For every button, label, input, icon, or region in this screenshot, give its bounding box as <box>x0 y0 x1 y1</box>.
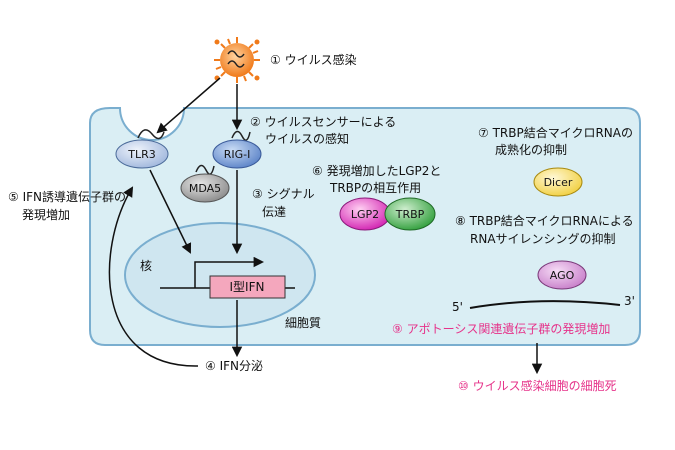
rna-5prime-label: 5' <box>452 300 463 314</box>
cytoplasm-label: 細胞質 <box>285 315 321 330</box>
rigi-label: RIG-I <box>224 148 251 161</box>
viral-rna-squiggle-mda5 <box>195 164 215 175</box>
step-3-label-line2: 伝達 <box>262 205 286 219</box>
step-2-label-line2: ウイルスの感知 <box>265 131 349 146</box>
step-10-label: ⑩ ウイルス感染細胞の細胞死 <box>458 378 617 393</box>
virus-icon <box>214 37 260 83</box>
tlr3-molecule <box>115 139 169 169</box>
nucleus-label: 核 <box>140 259 152 273</box>
ifn-gene-box <box>209 275 286 299</box>
step-4-label: ④ IFN分泌 <box>205 359 263 373</box>
dicer-molecule <box>533 167 583 197</box>
step-6-label-line2: TRBPの相互作用 <box>329 181 421 195</box>
step-8-label-line2: RNAサイレンシングの抑制 <box>470 231 616 246</box>
arrow-virus-to-tlr3 <box>156 77 221 134</box>
rna-3prime-label: 3' <box>624 294 635 308</box>
rigi-molecule <box>212 139 262 169</box>
step-5-label-line1: ⑤ IFN誘導遺伝子群の <box>8 189 126 204</box>
rna-strand <box>469 300 621 309</box>
viral-rna-squiggle-rigi <box>231 130 251 141</box>
transcription-start-arrow <box>194 256 265 288</box>
step-7-label-line1: ⑦ TRBP結合マイクロRNAの <box>478 125 633 140</box>
mda5-molecule <box>180 173 230 203</box>
trbp-label: TRBP <box>395 208 425 221</box>
mda5-label: MDA5 <box>189 182 221 195</box>
arrow-feedback <box>108 186 199 367</box>
dicer-label: Dicer <box>544 176 573 189</box>
nucleus <box>124 222 316 328</box>
step-7-label-line2: 成熟化の抑制 <box>495 142 567 157</box>
trbp-molecule <box>384 197 436 231</box>
ifn-gene-label: I型IFN <box>230 280 265 294</box>
viral-rna-squiggle-tlr3 <box>137 129 165 140</box>
arrow-tlr3-to-nucleus <box>149 169 192 254</box>
step-9-label: ⑨ アポトーシス関連遺伝子群の発現増加 <box>392 321 610 336</box>
step-3-label-line1: ③ シグナル <box>252 187 315 201</box>
ago-label: AGO <box>550 269 575 282</box>
step-5-label-line2: 発現増加 <box>22 208 70 222</box>
tlr3-label: TLR3 <box>127 148 156 161</box>
lgp2-label: LGP2 <box>351 208 379 221</box>
step-2-label-line1: ② ウイルスセンサーによる <box>250 115 396 129</box>
step-6-label-line1: ⑥ 発現増加したLGP2と <box>312 164 441 178</box>
step-1-label: ① ウイルス感染 <box>270 52 357 67</box>
step-8-label-line1: ⑧ TRBP結合マイクロRNAによる <box>455 213 634 228</box>
ago-molecule <box>537 260 587 290</box>
